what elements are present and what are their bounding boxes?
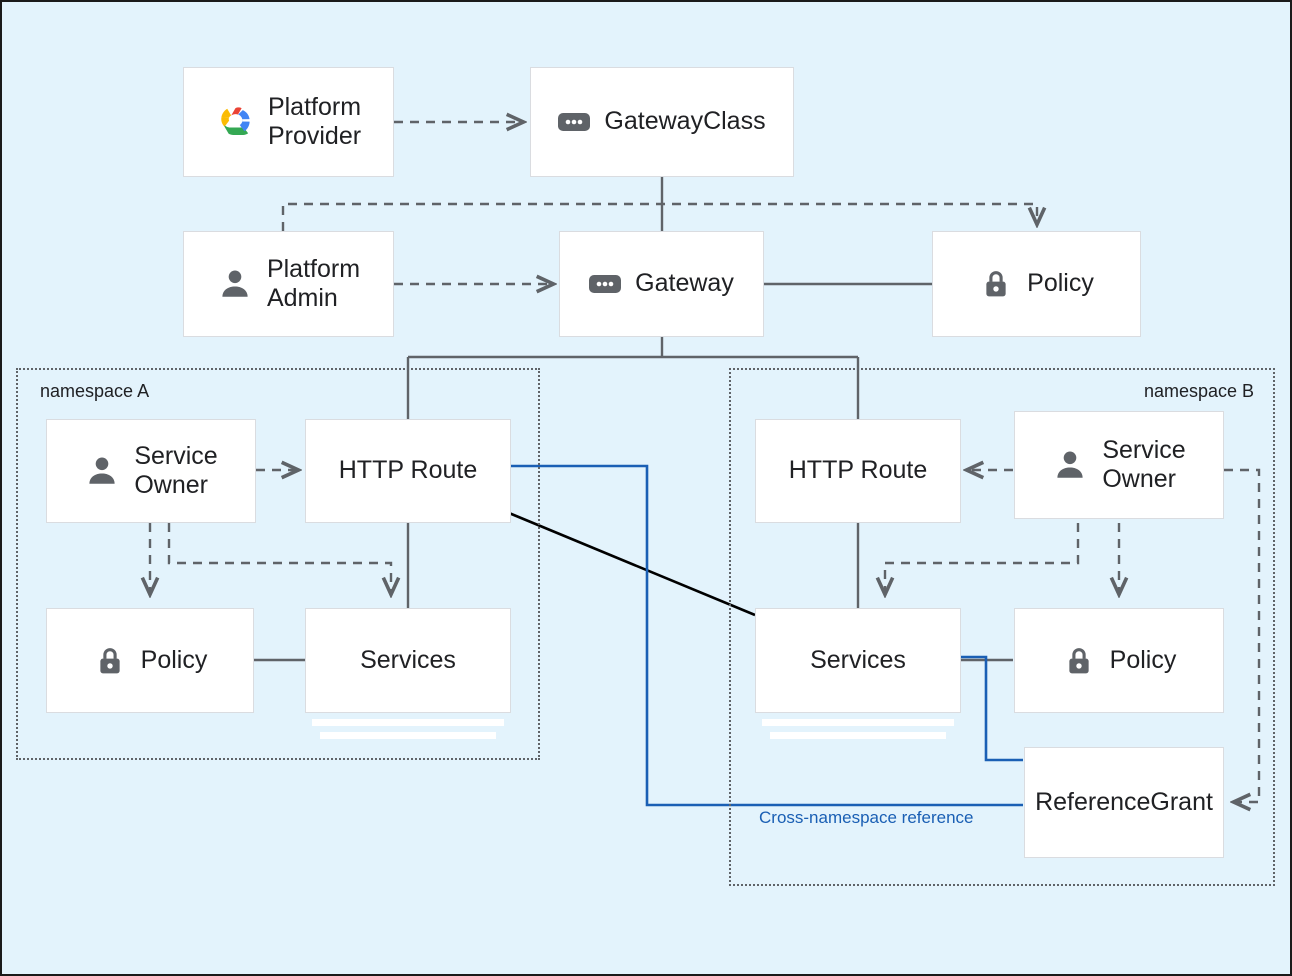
- gateway-icon: [589, 275, 622, 293]
- node-http-route-a[interactable]: HTTP Route: [305, 419, 511, 523]
- http-route-b-label: HTTP Route: [788, 456, 928, 485]
- lock-icon: [1069, 647, 1089, 673]
- services-b-stack-layer-2: [770, 732, 946, 739]
- namespace-a-label: namespace A: [40, 381, 150, 401]
- services-b-stack-layer-1: [762, 719, 954, 726]
- node-gateway-class[interactable]: GatewayClass: [530, 67, 794, 177]
- gateway-icon: [558, 113, 591, 131]
- policy-platform-label: Policy: [1027, 269, 1094, 298]
- node-policy-b[interactable]: Policy: [1014, 608, 1224, 713]
- person-icon: [222, 270, 248, 297]
- node-service-owner-b[interactable]: Service Owner: [1014, 411, 1224, 519]
- lock-icon: [986, 271, 1006, 297]
- policy-a-label: Policy: [140, 645, 208, 674]
- node-policy-a[interactable]: Policy: [46, 608, 254, 713]
- service-owner-a-label: Service Owner: [134, 441, 218, 500]
- platform-provider-label: Platform Provider: [267, 92, 362, 151]
- services-a-stack-layer-2: [320, 732, 496, 739]
- namespace-b-label: namespace B: [1144, 381, 1255, 401]
- gateway-label: Gateway: [635, 269, 734, 298]
- lock-icon: [100, 647, 120, 673]
- services-b-label: Services: [810, 645, 906, 674]
- google-cloud-icon: [221, 107, 250, 135]
- node-service-owner-a[interactable]: Service Owner: [46, 419, 256, 523]
- policy-b-label: Policy: [1109, 645, 1177, 674]
- gateway-class-label: GatewayClass: [604, 107, 766, 136]
- service-owner-b-label: Service Owner: [1102, 435, 1186, 494]
- platform-admin-label: Platform Admin: [266, 254, 361, 313]
- person-icon: [1057, 451, 1083, 478]
- person-icon: [89, 457, 115, 484]
- wire-route-a-to-services-b-diagonal: [508, 511, 756, 617]
- node-gateway[interactable]: Gateway: [559, 231, 764, 337]
- node-platform-provider[interactable]: Platform Provider: [183, 67, 394, 177]
- node-policy-platform[interactable]: Policy: [932, 231, 1141, 337]
- http-route-a-label: HTTP Route: [338, 456, 478, 485]
- reference-grant-label: ReferenceGrant: [1035, 787, 1213, 816]
- node-platform-admin[interactable]: Platform Admin: [183, 231, 394, 337]
- node-reference-grant[interactable]: ReferenceGrant: [1024, 747, 1224, 858]
- node-services-a[interactable]: Services: [305, 608, 511, 713]
- node-services-b[interactable]: Services: [755, 608, 961, 713]
- services-a-stack-layer-1: [312, 719, 504, 726]
- services-a-label: Services: [360, 645, 456, 674]
- node-http-route-b[interactable]: HTTP Route: [755, 419, 961, 523]
- cross-namespace-reference-label: Cross-namespace reference: [759, 808, 974, 827]
- wire-admin-bus-to-policy: [281, 202, 1037, 231]
